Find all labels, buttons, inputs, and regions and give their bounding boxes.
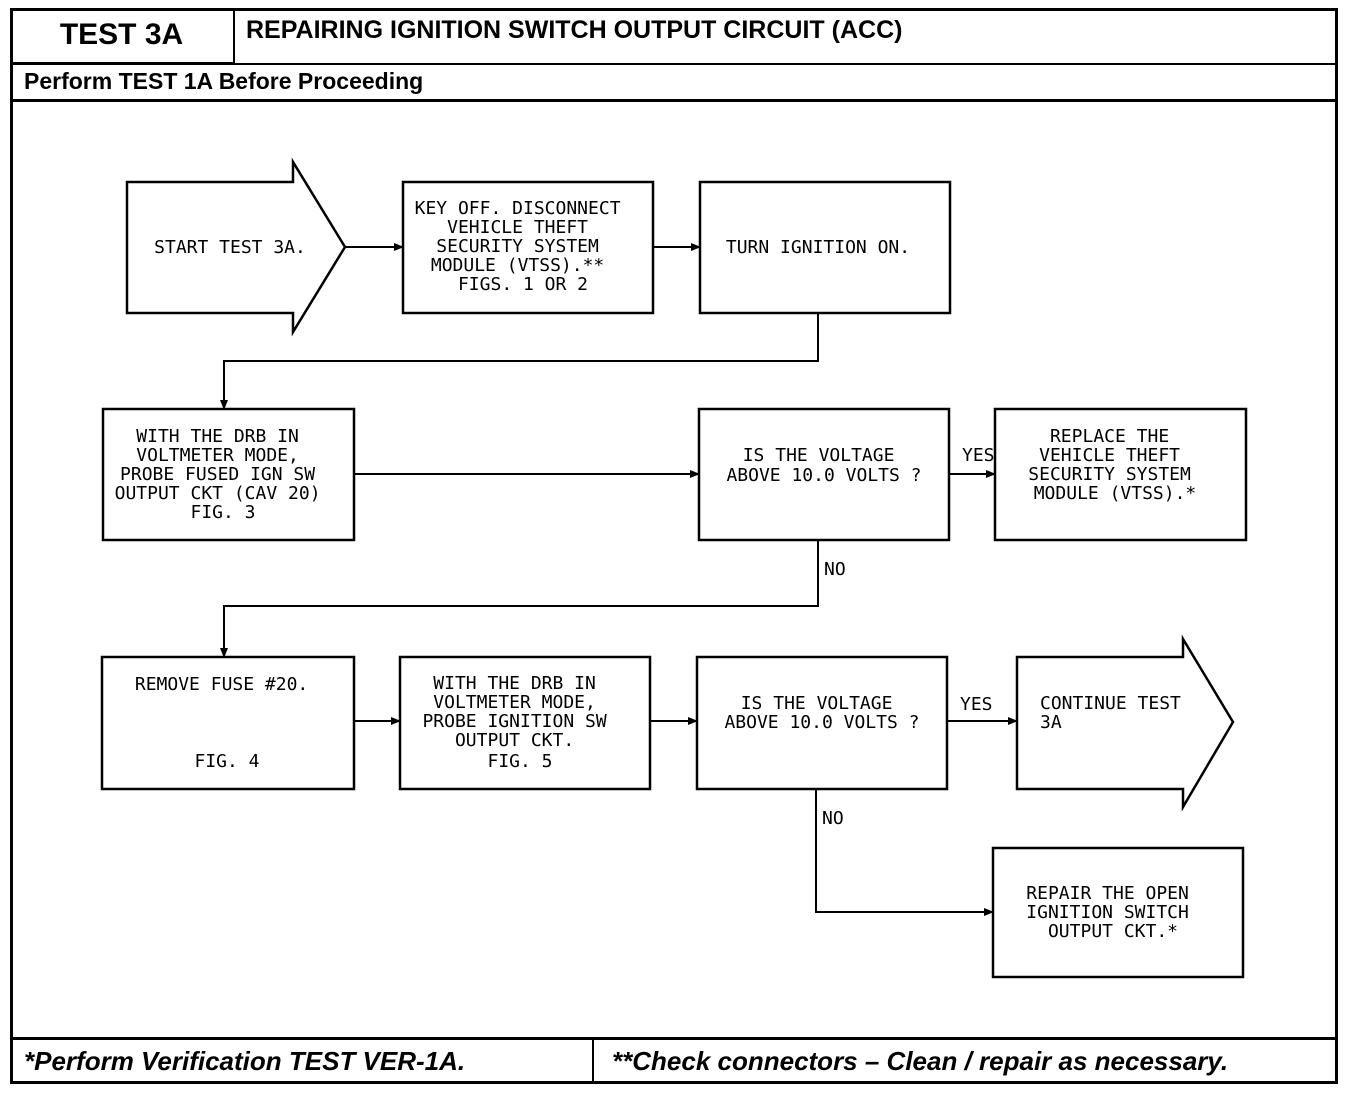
- remove-fuse-box: [100, 655, 356, 791]
- repair-text: REPAIR THE OPEN IGNITION SWITCH OUTPUT C…: [1026, 883, 1199, 942]
- continue-text: CONTINUE TEST 3A: [1040, 693, 1192, 733]
- replace-vtss-text: REPLACE THE VEHICLE THEFT SECURITY SYSTE…: [1028, 426, 1201, 504]
- turn-ignition-text: TURN IGNITION ON.: [726, 237, 910, 258]
- probe-ignition-text: WITH THE DRB IN VOLTMETER MODE, PROBE IG…: [422, 673, 617, 772]
- page-subtitle: Perform TEST 1A Before Proceeding: [24, 68, 424, 94]
- connector-q1-no: [220, 540, 819, 658]
- footer-separator: [592, 1038, 594, 1084]
- voltage-question-2-text: IS THE VOLTAGE ABOVE 10.0 VOLTS ?: [724, 693, 919, 733]
- start-text: START TEST 3A.: [154, 237, 306, 258]
- header-divider: [10, 63, 1338, 65]
- footer-divider: [10, 1037, 1338, 1040]
- continue-arrow-shape: [1015, 634, 1235, 812]
- subtitle-divider: [10, 99, 1338, 102]
- yes-label-2: YES: [960, 694, 993, 715]
- start-arrow-shape: [125, 157, 347, 337]
- footer-note-connectors: **Check connectors – Clean / repair as n…: [612, 1046, 1229, 1076]
- connector-q2-no: [815, 789, 994, 916]
- page-title: REPAIRING IGNITION SWITCH OUTPUT CIRCUIT…: [246, 16, 903, 44]
- voltage-question-1-text: IS THE VOLTAGE ABOVE 10.0 VOLTS ?: [726, 445, 921, 486]
- key-off-text: KEY OFF. DISCONNECT VEHICLE THEFT SECURI…: [415, 198, 632, 295]
- no-label-1: NO: [824, 559, 846, 580]
- diagram-frame: [10, 8, 1338, 1084]
- yes-label-1: YES: [962, 445, 995, 466]
- no-label-2: NO: [822, 808, 844, 829]
- footer-note-verification: *Perform Verification TEST VER-1A.: [24, 1046, 466, 1076]
- probe-fused-text: WITH THE DRB IN VOLTMETER MODE, PROBE FU…: [115, 426, 332, 523]
- remove-fuse-text: REMOVE FUSE #20. FIG. 4: [135, 674, 319, 772]
- connector-turnign-probefused: [220, 313, 819, 410]
